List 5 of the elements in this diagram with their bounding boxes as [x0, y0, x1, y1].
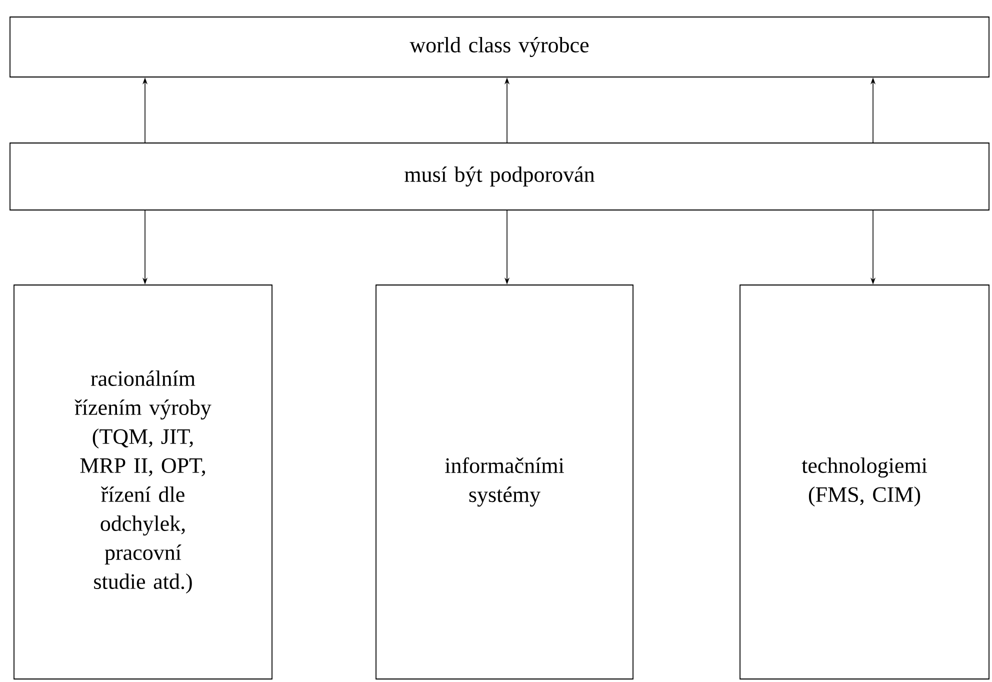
text-box: informačními systémy — [376, 284, 634, 680]
text-box: racionálním řízením výroby (TQM, JIT, MRP II, OPT, řízení dle odchylek, pracovní studie atd.) — [14, 284, 272, 680]
text-box: technologiemi (FMS, CIM) — [740, 284, 990, 680]
text-box: musí být podporován — [10, 142, 990, 210]
text-box: world class výrobce — [10, 16, 990, 78]
